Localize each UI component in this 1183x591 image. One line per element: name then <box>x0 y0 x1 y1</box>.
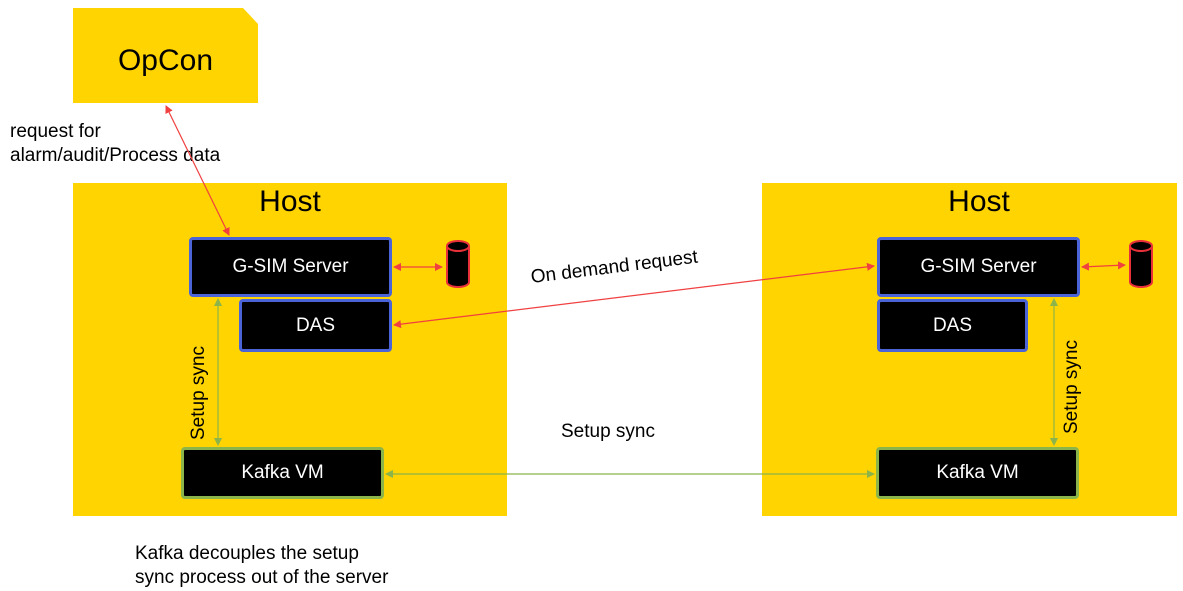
right-kafka-vm-label: Kafka VM <box>936 462 1019 483</box>
opcon-request-arrow <box>165 105 230 236</box>
database-icon <box>446 240 470 288</box>
database-icon <box>1129 240 1153 288</box>
right-das-label: DAS <box>932 314 973 336</box>
opcon-node: OpCon <box>73 8 258 103</box>
footnote: Kafka decouples the setup sync process o… <box>135 542 388 590</box>
left-das-box: DAS <box>239 299 392 352</box>
opcon-label: OpCon <box>117 44 214 77</box>
left-host-title: Host <box>259 185 321 218</box>
right-db-arrow <box>1081 261 1126 271</box>
footnote-line2: sync process out of the server <box>135 566 389 588</box>
right-kafka-vm-box: Kafka VM <box>876 447 1079 499</box>
request-note-line1: request for <box>10 121 101 142</box>
right-das-box: DAS <box>877 299 1028 352</box>
right-gsim-server-label: G-SIM Server <box>920 256 1037 277</box>
right-host-title: Host <box>948 185 1010 218</box>
left-kafka-vm-box: Kafka VM <box>181 447 384 499</box>
on-demand-request-arrow <box>393 262 875 329</box>
left-gsim-server-label: G-SIM Server <box>232 256 349 277</box>
footnote-line1: Kafka decouples the setup <box>135 543 359 564</box>
right-gsim-server-box: G-SIM Server <box>877 237 1080 297</box>
middle-setup-sync-label: Setup sync <box>561 421 655 442</box>
left-kafka-vm-label: Kafka VM <box>241 462 324 483</box>
left-gsim-server-box: G-SIM Server <box>189 237 392 297</box>
left-das-label: DAS <box>295 314 336 336</box>
